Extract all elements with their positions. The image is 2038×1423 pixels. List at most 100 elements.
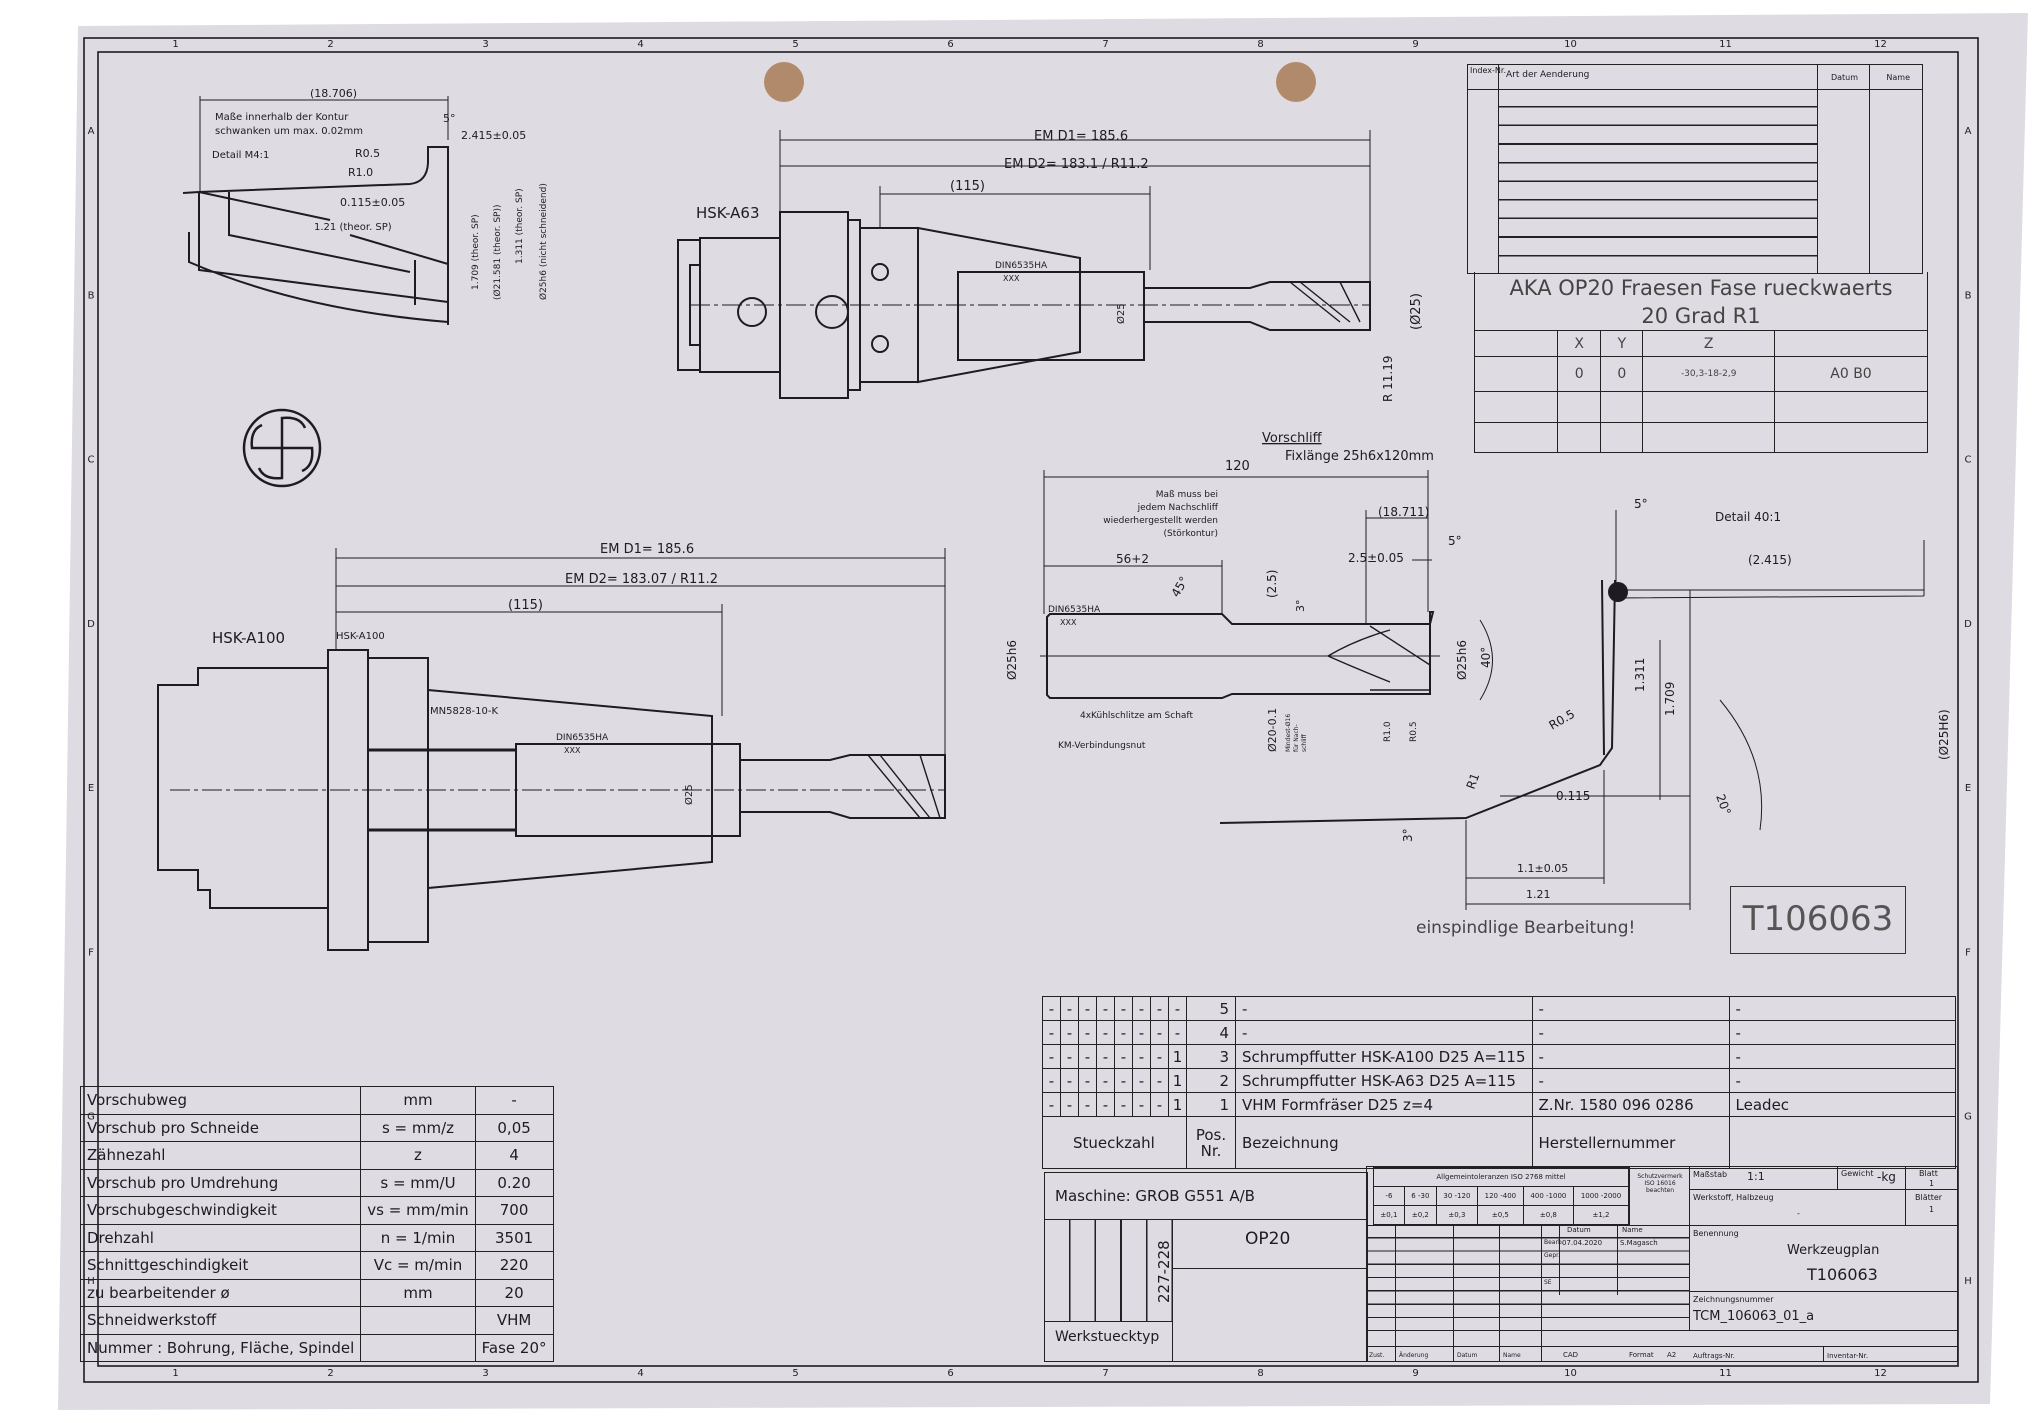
drawing-title-line1: AKA OP20 Fraesen Fase rueckwaerts xyxy=(1509,276,1893,300)
parameter-value: 0,05 xyxy=(474,1113,554,1142)
marking-label: XXX xyxy=(564,746,581,755)
hsk-a100-tag: HSK-A100 xyxy=(336,631,385,642)
material-label: Werkstoff, Halbzeug xyxy=(1693,1193,1774,1202)
parameter-label: Nummer : Bohrung, Fläche, Spindel xyxy=(79,1333,362,1362)
tolerance-value: ±0,1 xyxy=(1373,1205,1405,1225)
parameter-label: Drehzahl xyxy=(79,1223,362,1252)
parameter-label: Schnittgeschindigkeit xyxy=(79,1251,362,1280)
dim-label: (Ø25) xyxy=(1409,293,1424,330)
quantity-cell: - xyxy=(1060,996,1079,1021)
maker-number: - xyxy=(1531,996,1730,1021)
grid-column-label: 1 xyxy=(172,39,178,50)
tolerance-value: ±1,2 xyxy=(1573,1205,1629,1225)
tolerance-range: 120 -400 xyxy=(1477,1186,1524,1206)
note: 4xKühlschlitze am Schaft xyxy=(1080,711,1193,721)
note: für Nach- xyxy=(1293,724,1300,752)
dim-label: Ø20-0.1 xyxy=(1266,708,1279,752)
quantity-cell: - xyxy=(1060,1068,1079,1093)
quantity-cell: - xyxy=(1132,1020,1151,1045)
material-value: - xyxy=(1797,1209,1800,1218)
checked-label: Gepr. xyxy=(1544,1252,1560,1259)
grid-row-label: E xyxy=(88,783,94,794)
grid-column-label: 7 xyxy=(1102,39,1108,50)
scale-value: 1:1 xyxy=(1747,1170,1765,1183)
din-label: DIN6535HA xyxy=(1048,605,1101,615)
workpiece-number: 227-228 xyxy=(1155,1240,1173,1303)
grid-row-label: E xyxy=(1965,783,1971,794)
sheets-label: Blätter xyxy=(1915,1193,1943,1202)
name-label: Name xyxy=(1622,1226,1643,1234)
grid-row-label: B xyxy=(1965,290,1972,301)
designation-line1: Werkzeugplan xyxy=(1787,1243,1880,1258)
tool-number-box: T106063 xyxy=(1730,886,1906,954)
quantity-cell: - xyxy=(1114,1020,1133,1045)
dim-label: Ø25 xyxy=(1115,303,1127,324)
grid-column-label: 10 xyxy=(1564,1368,1577,1379)
parameter-unit: s = mm/U xyxy=(360,1168,476,1197)
note: wiederhergestellt werden xyxy=(1103,516,1218,526)
grid-column-label: 8 xyxy=(1257,39,1263,50)
note: jedem Nachschliff xyxy=(1137,503,1219,513)
part-name: - xyxy=(1235,1020,1533,1045)
tolerance-range: 6 -30 xyxy=(1403,1186,1437,1206)
radius-label: R0.5 xyxy=(1409,721,1419,742)
parameter-value: 220 xyxy=(474,1251,554,1280)
grid-column-label: 5 xyxy=(792,1368,798,1379)
grid-column-label: 1 xyxy=(172,1368,178,1379)
dim-label: EM D2= 183.1 / R11.2 xyxy=(1004,157,1149,172)
angle-label: 40° xyxy=(1479,647,1493,668)
grid-column-label: 3 xyxy=(482,39,488,50)
coord-header: Y xyxy=(1600,330,1644,357)
grid-column-label: 4 xyxy=(637,39,643,50)
grid-row-label: A xyxy=(1965,126,1972,137)
quantity-cell: - xyxy=(1096,1044,1115,1069)
format-label: Format xyxy=(1629,1351,1654,1359)
maker: Leadec xyxy=(1728,1092,1957,1117)
dim-label: EM D1= 185.6 xyxy=(1034,129,1128,144)
punch-hole xyxy=(1276,62,1316,102)
quantity-cell: - xyxy=(1042,996,1061,1021)
position-header: Pos. Nr. xyxy=(1186,1116,1236,1169)
dim-label: (2.5) xyxy=(1265,570,1279,598)
grid-column-label: 12 xyxy=(1874,1368,1887,1379)
index-header: Index-Nr. xyxy=(1470,66,1506,75)
dim-label: 1.21 (theor. SP) xyxy=(314,222,392,233)
parameter-unit: s = mm/z xyxy=(360,1113,476,1142)
parameter-unit: Vc = m/min xyxy=(360,1251,476,1280)
tolerance-value: ±0,2 xyxy=(1403,1205,1437,1225)
angle-label: 5° xyxy=(443,112,456,125)
dim-label: 1.21 xyxy=(1526,888,1551,901)
parameter-value: 20 xyxy=(474,1278,554,1307)
status-label: Zust. xyxy=(1369,1352,1385,1359)
grid-column-label: 7 xyxy=(1102,1368,1108,1379)
quantity-cell: - xyxy=(1060,1092,1079,1117)
coord-z: -30,3-18-2,9 xyxy=(1642,356,1775,392)
dim-18706: (18.706) xyxy=(310,87,357,100)
change-header: Art der Aenderung xyxy=(1506,70,1590,80)
maker: - xyxy=(1728,996,1957,1021)
dim-label: 1.1±0.05 xyxy=(1517,862,1568,875)
maker-number: - xyxy=(1531,1020,1730,1045)
maker-number-header: Herstellernummer xyxy=(1531,1116,1730,1169)
protection-note: Schutzvermerk ISO 16016 beachten xyxy=(1637,1173,1683,1194)
position-number: 3 xyxy=(1186,1044,1236,1069)
angle-label: 3° xyxy=(1294,600,1307,613)
detail-scale: Detail M4:1 xyxy=(212,150,269,161)
dim-label: 0.115 xyxy=(1556,789,1590,803)
grid-row-label: F xyxy=(1965,947,1971,958)
workpiece-type-label: Werkstuecktyp xyxy=(1055,1329,1160,1345)
quantity-cell: - xyxy=(1096,996,1115,1021)
quantity-cell: - xyxy=(1150,1068,1169,1093)
parameter-label: Vorschub pro Umdrehung xyxy=(79,1168,362,1197)
dim-label: Ø25 xyxy=(683,784,695,805)
radius-label: R1.0 xyxy=(1383,721,1393,742)
change-label: Änderung xyxy=(1399,1352,1429,1359)
quantity-cell: - xyxy=(1132,1092,1151,1117)
quantity-cell: - xyxy=(1132,1044,1151,1069)
